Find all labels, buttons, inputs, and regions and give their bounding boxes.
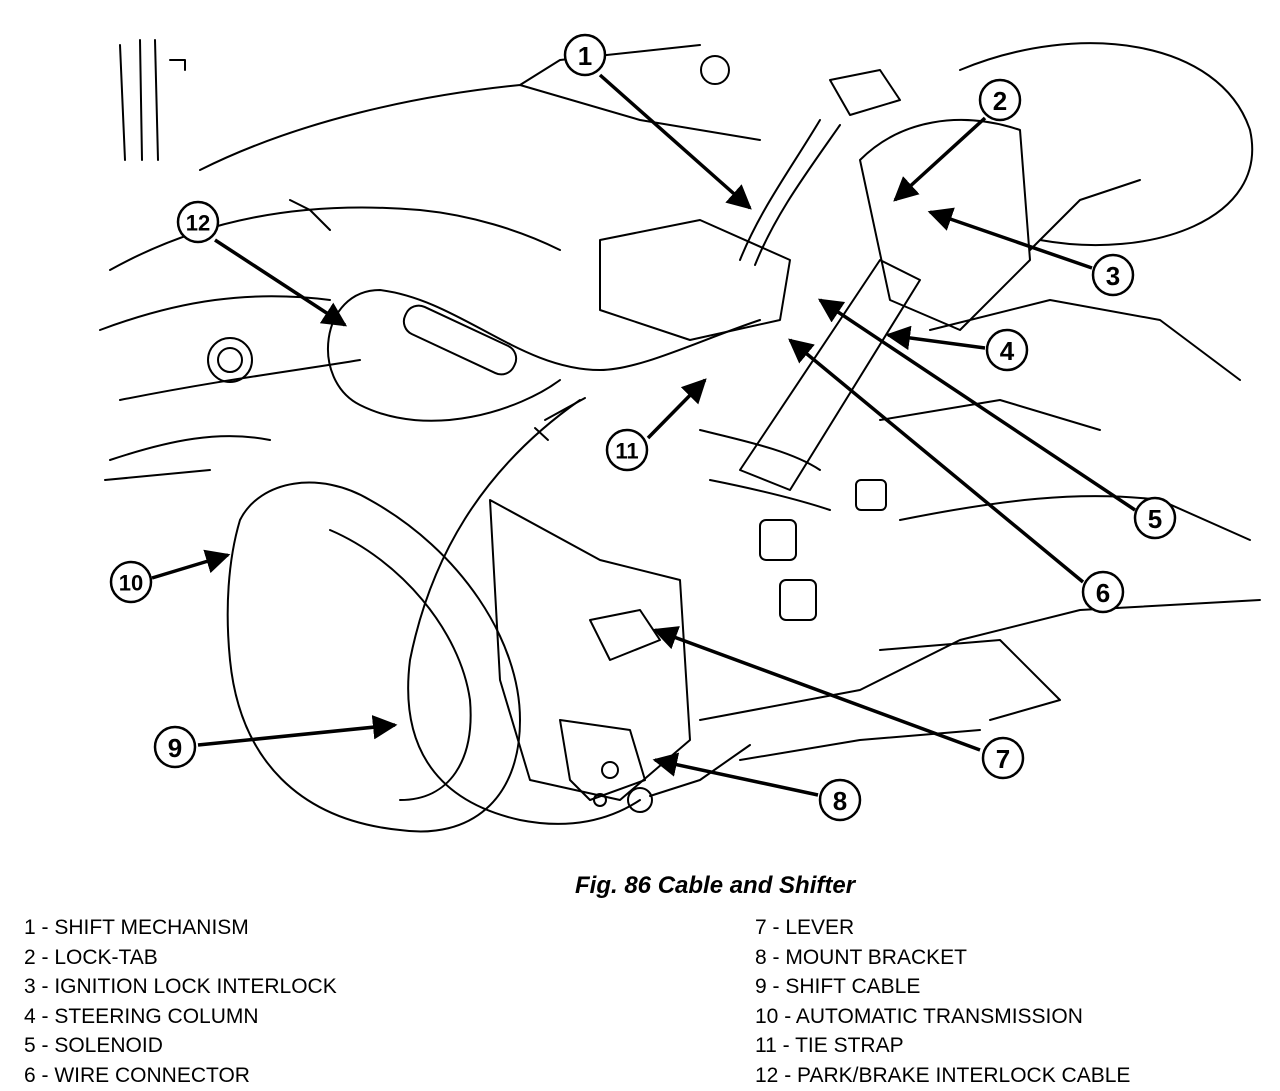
legend-item: 1 - SHIFT MECHANISM	[24, 916, 249, 939]
leader-6	[788, 338, 1085, 584]
legend-item: 3 - IGNITION LOCK INTERLOCK	[24, 975, 337, 999]
callout-10: 10	[119, 571, 143, 596]
leader-11	[646, 378, 707, 440]
callout-circle-3	[1091, 253, 1135, 297]
callout-circle-12	[176, 200, 220, 244]
steering-wheel	[959, 42, 1254, 247]
callout-7: 7	[996, 744, 1010, 774]
leader-1	[598, 73, 752, 210]
callout-circle-6	[1081, 570, 1125, 614]
callout-11: 11	[615, 439, 638, 464]
bolt-1	[601, 761, 619, 779]
leader-8	[652, 752, 819, 797]
line-art	[99, 39, 1261, 833]
shift-cable-fitting	[534, 397, 586, 441]
steering-column	[739, 259, 921, 491]
floor-slot	[402, 304, 518, 376]
callout-3: 3	[1106, 261, 1120, 291]
leader-5	[817, 298, 1136, 512]
dash-panel	[199, 44, 761, 171]
callout-2: 2	[993, 86, 1007, 116]
floor-lower-right	[699, 599, 1261, 761]
leader-7	[652, 626, 981, 752]
legend-item: 2 - LOCK-TAB	[24, 945, 158, 969]
cable-end	[627, 787, 653, 813]
legend-item: 11 - TIE STRAP	[755, 1034, 904, 1058]
leader-9	[197, 715, 398, 747]
callout-circle-5	[1133, 496, 1177, 540]
callout-circle-2	[978, 78, 1022, 122]
callout-circle-8	[818, 778, 862, 822]
callout-6: 6	[1096, 578, 1110, 608]
shifter-tube-2	[754, 124, 841, 266]
legend-item: 10 - AUTOMATIC TRANSMISSION	[755, 1004, 1083, 1028]
legend-item: 7 - LEVER	[755, 916, 855, 939]
shifter-base	[599, 219, 791, 341]
legend-item: 8 - MOUNT BRACKET	[755, 945, 967, 969]
callout-1: 1	[578, 41, 592, 71]
callout-circles	[109, 33, 1177, 822]
floor-square-2	[779, 579, 817, 621]
column-shroud	[859, 119, 1031, 331]
steering-spoke	[1029, 179, 1141, 251]
shifter-top	[829, 69, 901, 116]
callout-circle-10	[109, 560, 153, 604]
transmission-case	[489, 499, 691, 801]
leader-3	[927, 207, 1093, 270]
column-lower	[699, 429, 831, 511]
leader-12	[214, 238, 348, 327]
leader-10	[151, 549, 231, 580]
callout-4: 4	[1000, 336, 1015, 366]
floor-plug	[207, 337, 253, 383]
cable-shifter-illustration: 1 2 3 4 5 6 7 8 9 10 11 12	[99, 33, 1261, 833]
callout-circle-9	[153, 725, 197, 769]
cable-end-rod	[649, 744, 751, 797]
legend-item: 6 - WIRE CONNECTOR	[24, 1063, 250, 1087]
callout-circle-4	[985, 328, 1029, 372]
callout-9: 9	[168, 733, 182, 763]
figure-caption: Fig. 86 Cable and Shifter	[575, 872, 856, 899]
lever-part	[589, 609, 661, 661]
callout-8: 8	[833, 786, 847, 816]
leader-2	[893, 116, 987, 202]
callout-circle-1	[563, 33, 607, 77]
bolt-2	[593, 793, 607, 807]
floor-plug-inner	[217, 347, 243, 373]
bell-housing-inner	[329, 529, 472, 801]
callout-circle-7	[981, 736, 1025, 780]
floor-pan-outline	[119, 39, 186, 161]
legend-item: 12 - PARK/BRAKE INTERLOCK CABLE	[755, 1063, 1131, 1087]
shift-cable-path	[407, 399, 641, 825]
shifter-tube	[739, 119, 821, 261]
callout-circle-11	[605, 428, 649, 472]
mount-bracket	[559, 719, 646, 801]
floor-square-1	[759, 519, 797, 561]
callout-labels: 1 2 3 4 5 6 7 8 9 10 11 12	[119, 41, 1162, 816]
floor-left	[104, 199, 331, 481]
bell-housing-outer	[226, 481, 521, 833]
interlock-cable	[327, 289, 761, 422]
leader-4	[885, 325, 986, 351]
legend-item: 5 - SOLENOID	[24, 1034, 163, 1058]
legend-item: 4 - STEERING COLUMN	[24, 1004, 259, 1028]
legend-right: 7 - LEVER 8 - MOUNT BRACKET 9 - SHIFT CA…	[755, 913, 1130, 1091]
legend-left: 1 - SHIFT MECHANISM 2 - LOCK-TAB 3 - IGN…	[24, 913, 337, 1091]
floor-right	[879, 299, 1251, 541]
leader-lines	[151, 73, 1136, 797]
callout-12: 12	[186, 211, 210, 236]
floor-square-3	[855, 479, 887, 511]
dash-hole	[700, 55, 730, 85]
callout-5: 5	[1148, 504, 1162, 534]
legend-item: 9 - SHIFT CABLE	[755, 975, 921, 999]
